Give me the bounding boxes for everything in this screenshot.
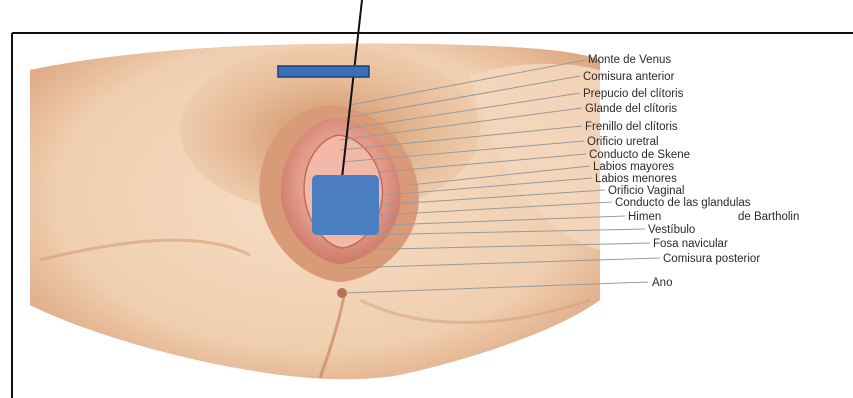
label-frenillo-del-clitoris: Frenillo del clítoris [585,121,678,133]
label-monte-de-venus: Monte de Venus [588,54,671,66]
label-labios-mayores: Labios mayores [593,161,674,173]
label-ano: Ano [652,277,672,289]
label-himen: Himen [628,211,661,223]
label-glande-del-clitoris: Glande del clítoris [585,103,677,115]
diagram-labels: Monte de Venus Comisura anterior Prepuci… [583,54,799,289]
label-fosa-navicular: Fosa navicular [653,238,728,250]
label-conducto-de-las-glandulas: Conducto de las glandulas [615,197,751,209]
label-orificio-uretral: Orificio uretral [587,136,659,148]
label-de-bartholin: de Bartholin [738,211,799,223]
label-conducto-de-skene: Conducto de Skene [589,149,690,161]
label-prepucio-del-clitoris: Prepucio del clítoris [583,88,684,100]
label-labios-menores: Labios menores [595,173,677,185]
label-comisura-posterior: Comisura posterior [663,253,760,265]
label-orificio-vaginal: Orificio Vaginal [608,185,685,197]
marker-box [312,175,379,235]
label-comisura-anterior: Comisura anterior [583,71,675,83]
label-vestibulo: Vestíbulo [648,224,695,236]
marker-bar [278,66,369,77]
